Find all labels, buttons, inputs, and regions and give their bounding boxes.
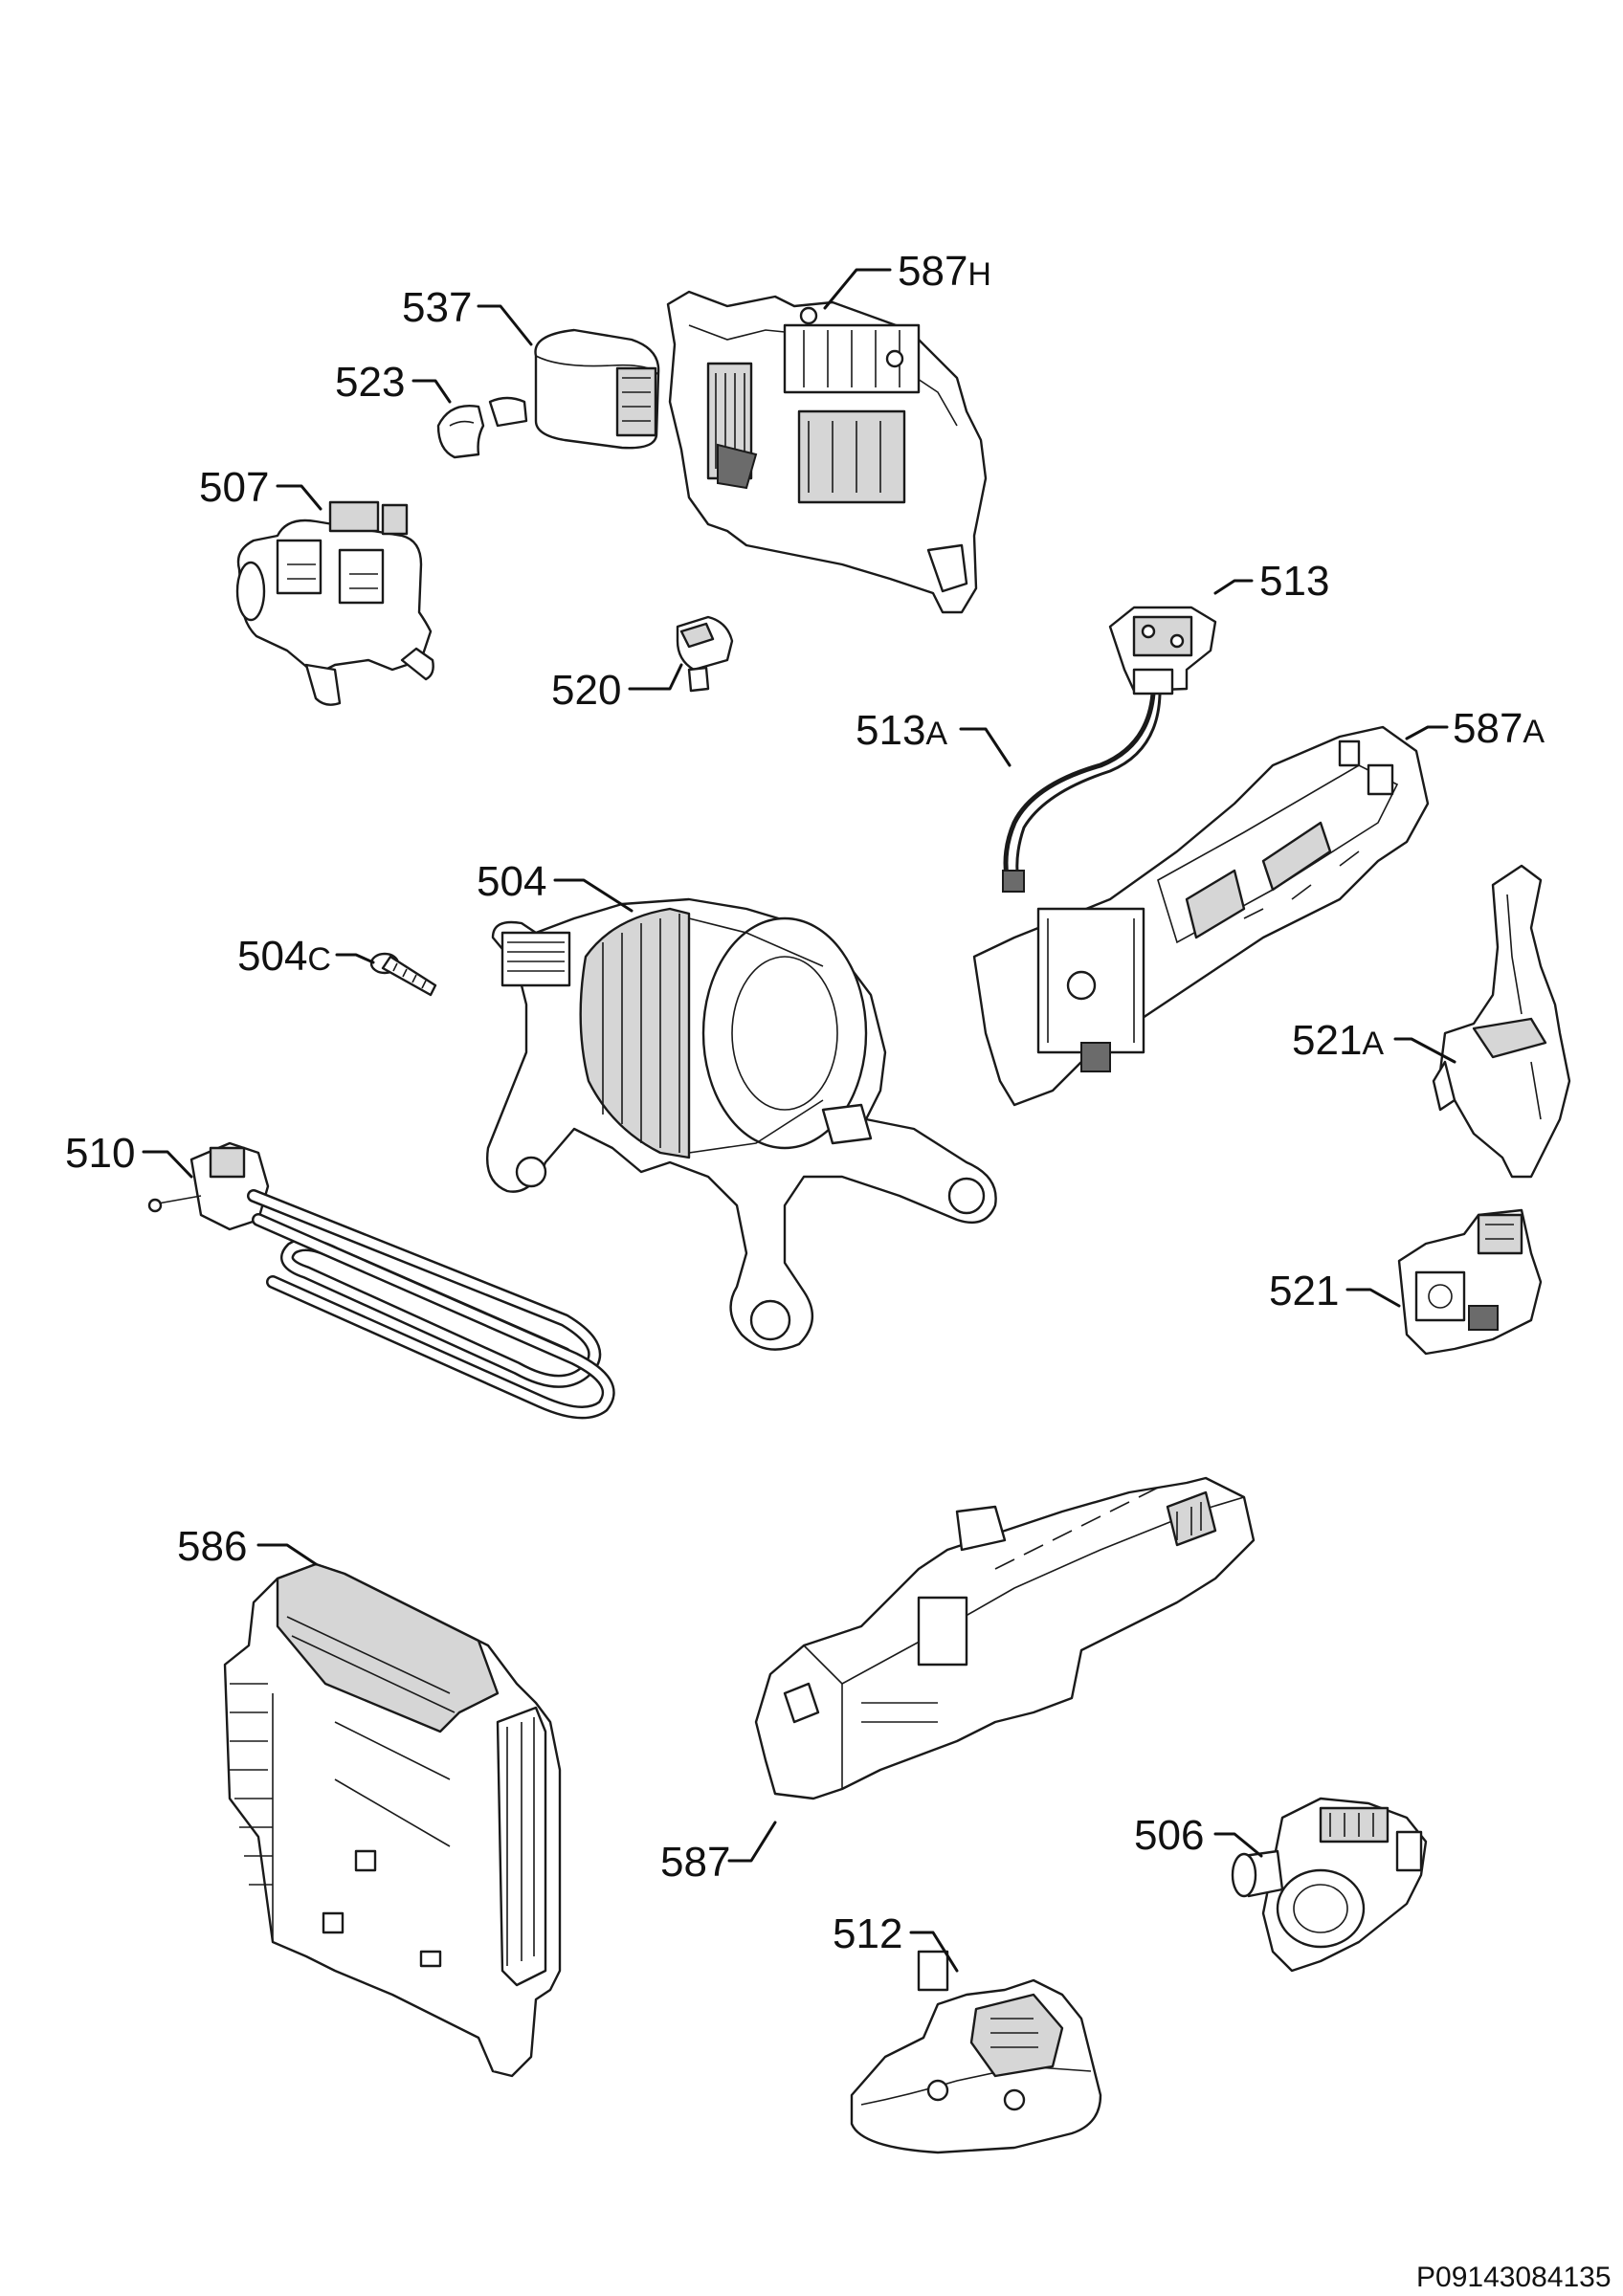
leader-lines (142, 268, 1456, 1973)
part-510-drawing (147, 1141, 615, 1420)
part-586-drawing (223, 1562, 562, 2078)
leader-586 (256, 1543, 318, 1566)
part-labels: 537 523 507 587H 520 513 513A 587A 504 5… (65, 248, 1545, 1957)
label-523: 523 (335, 359, 405, 406)
label-537: 537 (402, 284, 472, 331)
part-520-drawing (676, 615, 734, 693)
part-504C-drawing (369, 952, 437, 997)
label-587A: 587A (1453, 705, 1545, 752)
part-504-drawing (486, 897, 997, 1351)
label-504: 504 (477, 858, 546, 905)
leader-513 (1213, 579, 1254, 595)
leader-504 (553, 878, 634, 913)
leader-521A (1393, 1037, 1456, 1064)
leader-504C (335, 953, 375, 964)
label-587: 587 (660, 1839, 730, 1886)
label-504C: 504C (237, 933, 331, 980)
leader-587A (1405, 725, 1449, 740)
part-513A-drawing (1002, 693, 1162, 893)
leader-507 (276, 484, 322, 511)
leader-512 (909, 1931, 959, 1973)
label-587H: 587H (898, 248, 991, 295)
leader-587 (727, 1821, 777, 1863)
label-586: 586 (177, 1523, 247, 1570)
label-510: 510 (65, 1130, 135, 1177)
label-521A: 521A (1292, 1017, 1384, 1064)
part-537-drawing (534, 328, 660, 450)
label-507: 507 (199, 464, 269, 511)
leader-506 (1213, 1832, 1263, 1858)
leader-523 (411, 379, 452, 404)
label-521: 521 (1269, 1268, 1339, 1314)
leader-521 (1345, 1288, 1401, 1308)
leader-537 (477, 304, 533, 346)
label-520: 520 (551, 667, 621, 714)
leader-510 (142, 1150, 193, 1179)
part-512-drawing (850, 1950, 1102, 2154)
part-513-drawing (1108, 606, 1217, 695)
part-521-drawing (1397, 1208, 1543, 1356)
part-521A-drawing (1432, 864, 1571, 1179)
leader-513A (959, 727, 1012, 767)
part-587H-drawing (666, 290, 988, 614)
part-587A-drawing (972, 725, 1430, 1107)
part-587-drawing (754, 1476, 1256, 1800)
label-513A: 513A (856, 707, 947, 754)
label-512: 512 (833, 1910, 902, 1957)
label-513: 513 (1259, 558, 1329, 605)
part-506-drawing (1231, 1797, 1428, 1973)
label-506: 506 (1134, 1812, 1204, 1859)
drawing-number: P09143084135 (1416, 2262, 1612, 2293)
leader-587H (823, 268, 892, 310)
leader-520 (628, 663, 683, 691)
part-523-drawing (436, 396, 528, 459)
part-507-drawing (235, 500, 434, 706)
